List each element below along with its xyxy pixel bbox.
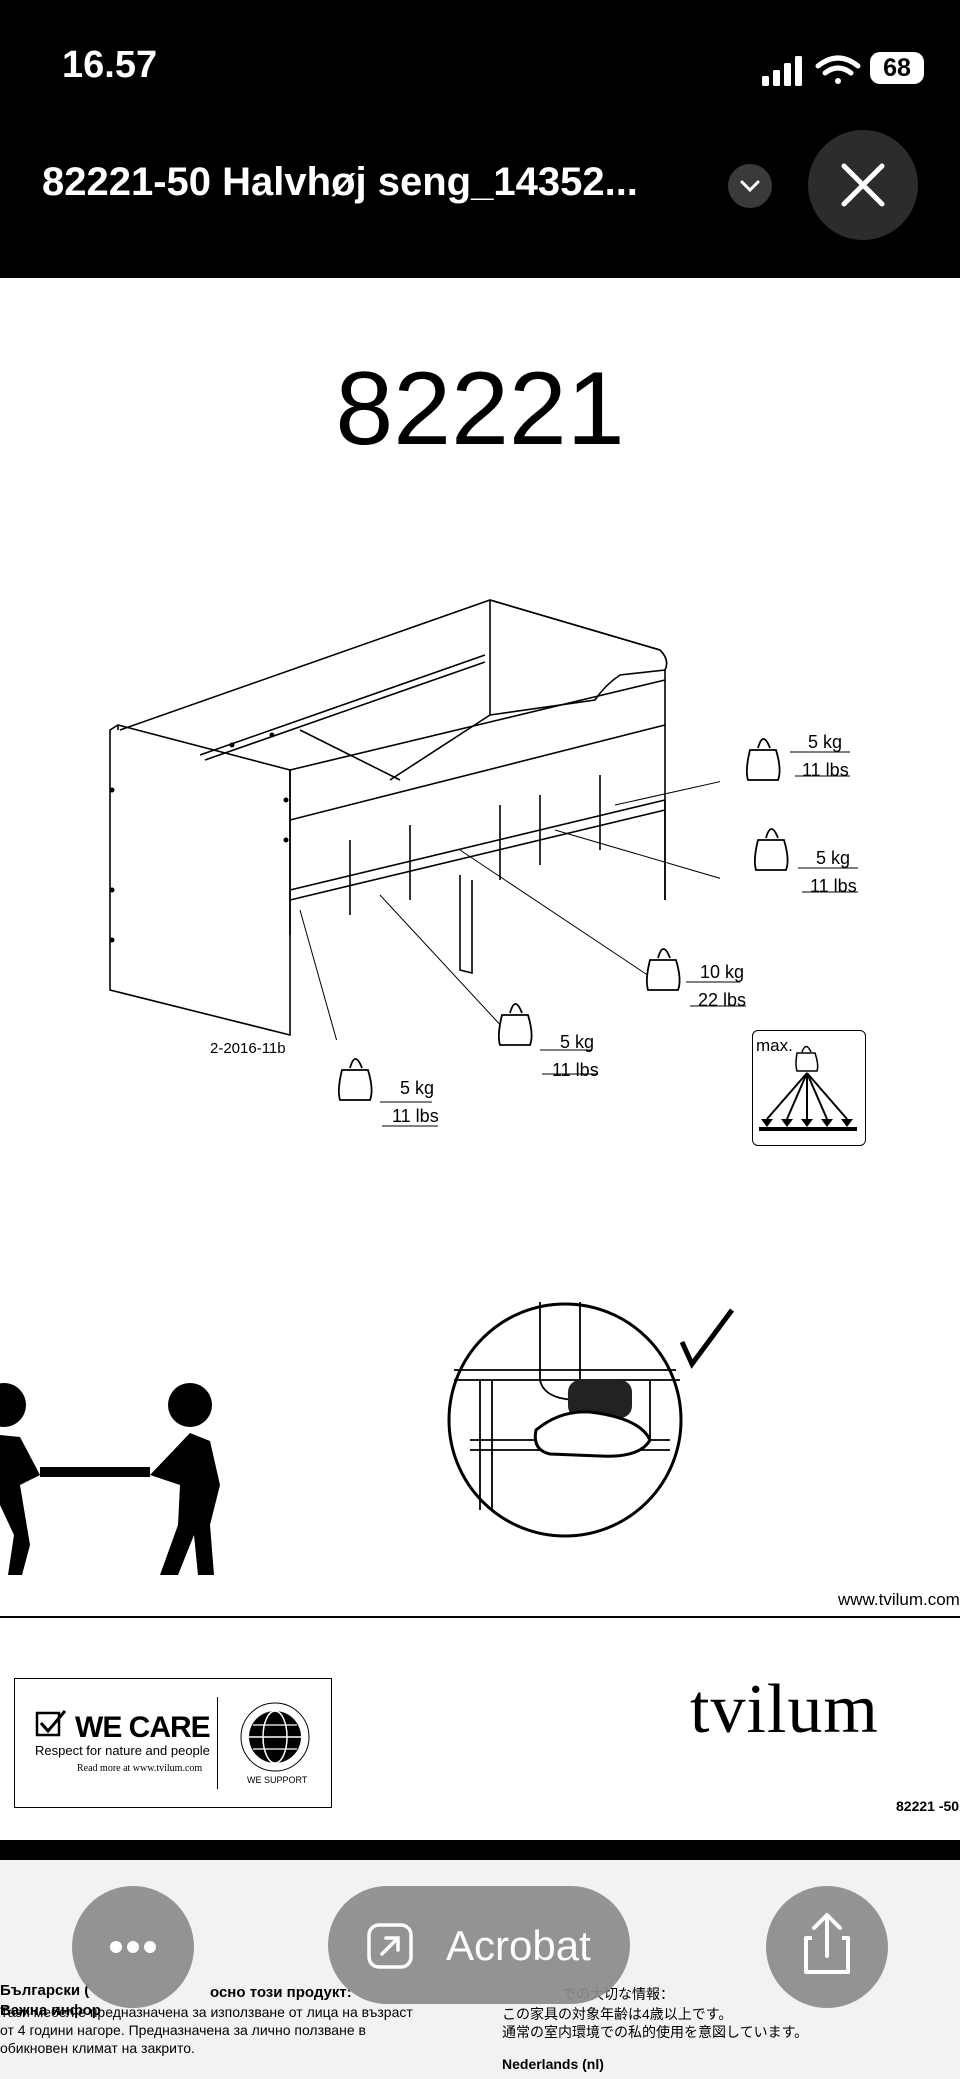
we-support-label: WE SUPPORT — [247, 1775, 308, 1785]
max-label: max. — [756, 1036, 793, 1055]
max-load-icon — [759, 1045, 857, 1131]
weight-kg-4: 5 kg — [560, 1032, 595, 1052]
weight-icons — [337, 738, 858, 1127]
acrobat-label: Acrobat — [446, 1922, 591, 1969]
status-time: 16.57 — [62, 44, 158, 86]
bed-shelf-diagram — [109, 599, 720, 1040]
close-icon — [841, 163, 885, 207]
footer-divider — [0, 1616, 960, 1618]
page2-line-5: обикновен климат на закрито. — [0, 2040, 195, 2056]
weight-kg-3: 10 kg — [700, 962, 745, 982]
global-compact-globe-icon — [240, 1702, 310, 1772]
two-person-lift-icon — [0, 1383, 220, 1575]
weight-kg-2: 5 kg — [816, 848, 851, 868]
open-in-acrobat-button[interactable]: Acrobat — [328, 1886, 630, 2004]
cellular-signal-icon — [762, 56, 802, 86]
we-care-badge: WE CARE Respect for nature and people Re… — [14, 1678, 332, 1808]
footer-part-number: 82221 -50 — [896, 1798, 960, 1814]
part-label: 2-2016-11b — [210, 1040, 286, 1057]
signal-wifi-icons — [762, 55, 861, 86]
chevron-down-icon — [740, 180, 760, 193]
weight-lbs-2: 11 lbs — [810, 876, 857, 896]
weight-kg-5: 5 kg — [400, 1078, 435, 1098]
page2-line-2: Важна инфор — [0, 2002, 101, 2019]
foot-on-shelf-icon — [447, 1302, 735, 1538]
page2-line-3: Тази мебел е предназначена за използване… — [0, 2004, 413, 2020]
more-button[interactable] — [72, 1886, 194, 2008]
weight-kg-1: 5 kg — [808, 732, 843, 752]
close-button[interactable] — [808, 130, 918, 240]
page2-line-2-tail: осно този продукт: — [210, 1984, 352, 2001]
more-icon — [110, 1941, 156, 1953]
page-separator — [0, 1840, 960, 1860]
share-button[interactable] — [766, 1886, 888, 2008]
battery-indicator: 68 — [870, 52, 924, 84]
weight-lbs-3: 22 lbs — [698, 990, 747, 1010]
page2-line-4: от 4 години нагоре. Предназначена за лич… — [0, 2022, 366, 2038]
page2-nl-heading: Nederlands (nl) — [502, 2056, 604, 2072]
weight-lbs-5: 11 lbs — [392, 1106, 439, 1126]
brand-logo: tvilum — [690, 1671, 879, 1748]
we-care-title: WE CARE — [75, 1711, 211, 1744]
page2-jp-3: 通常の室内環境での私的使用を意図しています。 — [502, 2024, 809, 2040]
website-url: www.tvilum.com — [838, 1590, 960, 1609]
we-care-subtitle: Respect for nature and people — [35, 1743, 210, 1758]
external-link-icon — [367, 1923, 413, 1969]
title-menu-button[interactable] — [728, 164, 772, 208]
weight-lbs-4: 11 lbs — [552, 1060, 599, 1080]
max-load-box — [752, 1030, 866, 1146]
we-care-more: Read more at www.tvilum.com — [77, 1763, 203, 1774]
share-icon — [804, 1913, 850, 1974]
title-bar — [0, 130, 960, 278]
checkbox-icon — [35, 1710, 67, 1737]
page2-jp-2: この家具の対象年齢は4歳以上です。 — [502, 2006, 733, 2022]
page2-line-1: Български ( — [0, 1982, 90, 1999]
wifi-icon — [815, 55, 861, 84]
document-title[interactable]: 82221-50 Halvhøj seng_14352... — [42, 160, 638, 204]
badge-divider — [217, 1697, 218, 1789]
weight-lbs-1: 11 lbs — [802, 760, 849, 780]
model-number: 82221 — [335, 351, 625, 467]
